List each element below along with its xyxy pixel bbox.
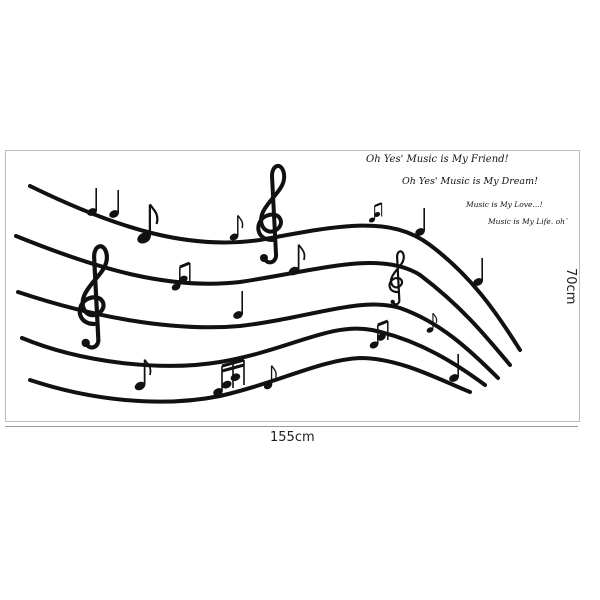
staff-lines xyxy=(14,184,522,404)
staff-line-3 xyxy=(16,290,500,380)
quote-line-2: Oh Yes' Music is My Dream! xyxy=(402,176,538,187)
treble-clef-icon xyxy=(388,250,405,306)
beamed-note-icon xyxy=(169,261,192,294)
height-dimension-label: 70cm xyxy=(563,268,578,305)
width-ruler xyxy=(5,426,578,427)
staff-line-5 xyxy=(28,355,472,404)
staff-line-2 xyxy=(14,234,512,367)
eighth-note-icon xyxy=(262,364,277,392)
eighth-note-icon xyxy=(134,203,159,247)
quarter-note-icon xyxy=(107,189,121,221)
width-dimension-label: 155cm xyxy=(270,430,315,445)
staff-line-1 xyxy=(28,184,522,352)
treble-clef-icon xyxy=(256,163,287,265)
quarter-note-icon xyxy=(447,353,461,385)
quarter-note-icon xyxy=(231,290,245,322)
decal-frame xyxy=(5,150,580,422)
beamed-note-icon xyxy=(367,319,390,352)
quote-line-1: Oh Yes' Music is My Friend! xyxy=(366,154,509,165)
quarter-note-icon xyxy=(471,257,485,289)
quote-line-3: Music is My Love...! xyxy=(466,200,543,209)
eighth-note-icon xyxy=(227,214,244,243)
staff-line-4 xyxy=(20,326,487,387)
quarter-note-icon xyxy=(85,187,99,219)
quarter-note-icon xyxy=(413,207,427,239)
beamed-note-icon xyxy=(367,202,383,225)
quote-line-4: Music is My Life. oh` xyxy=(488,217,569,226)
